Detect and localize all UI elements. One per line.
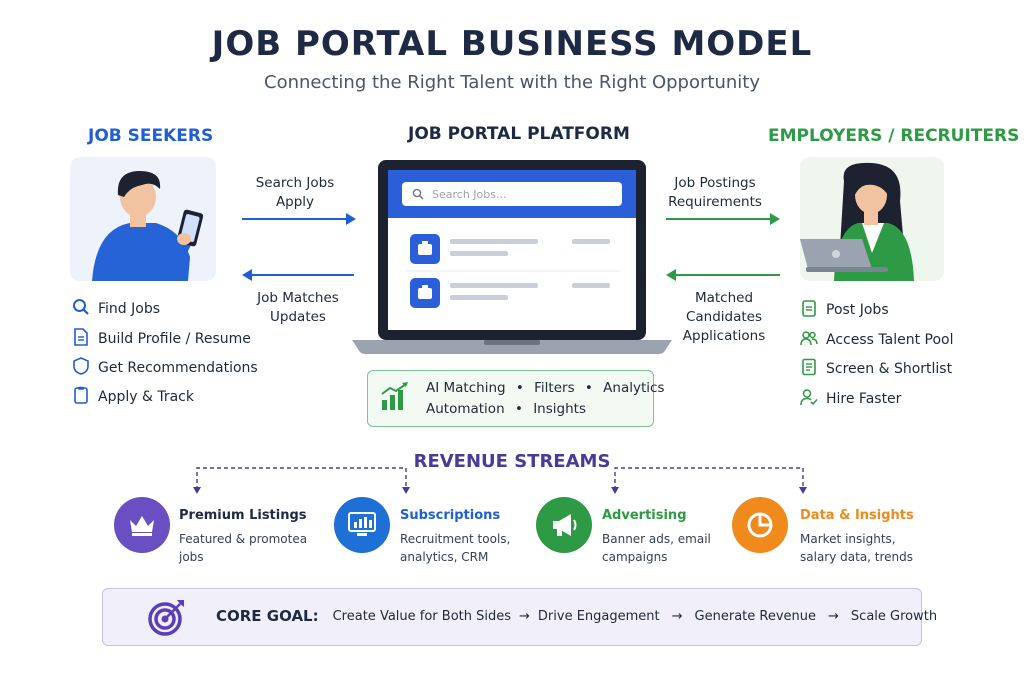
arrow-platform-to-seeker	[242, 269, 354, 281]
chart-monitor-icon	[334, 497, 390, 553]
arrow-employer-to-platform	[666, 213, 780, 225]
goal-step: Drive Engagement	[537, 608, 660, 624]
job-seekers-heading: JOB SEEKERS	[88, 126, 214, 146]
user-check-icon	[800, 388, 818, 410]
revenue-heading: REVENUE STREAMS	[413, 451, 611, 472]
feature-label: Insights	[533, 401, 586, 417]
core-goal-label: CORE GOAL:	[216, 607, 319, 625]
target-icon	[147, 597, 187, 641]
feature-label: Analytics	[603, 380, 665, 396]
list-item: Build Profile / Resume	[72, 328, 251, 350]
list-item: Get Recommendations	[72, 357, 258, 379]
page-title: JOB PORTAL BUSINESS MODEL	[211, 24, 813, 64]
pie-chart-icon	[732, 497, 788, 553]
employers-heading: EMPLOYERS / RECRUITERS	[768, 126, 1020, 146]
revenue-connectors	[196, 467, 804, 490]
page-subtitle: Connecting the Right Talent with the Rig…	[264, 72, 760, 93]
goal-step: Scale Growth	[850, 608, 938, 624]
feature-label: AI Matching	[426, 380, 506, 396]
employer-to-platform-label: Job Postings Requirements	[668, 175, 762, 210]
people-icon	[800, 329, 818, 351]
shield-icon	[72, 357, 90, 379]
platform-heading: JOB PORTAL PLATFORM	[408, 124, 630, 144]
goal-arrow: →	[519, 608, 530, 624]
job-seeker-illustration	[70, 157, 216, 281]
megaphone-icon	[536, 497, 592, 553]
search-icon	[72, 298, 90, 320]
list-item: Apply & Track	[72, 386, 194, 408]
platform-laptop: Search Jobs...	[352, 158, 672, 354]
core-goal-banner: CORE GOAL: Create Value for Both Sides →…	[102, 588, 937, 646]
document-icon	[72, 328, 90, 350]
feature-label: Filters	[534, 380, 575, 396]
arrow-platform-to-employer	[666, 269, 780, 281]
clipboard-icon	[800, 299, 818, 321]
list-item: Find Jobs	[72, 298, 160, 320]
crown-icon	[114, 497, 170, 553]
bar-chart-icon	[380, 382, 410, 416]
document-icon	[800, 358, 818, 380]
arrow-seeker-to-platform	[242, 213, 356, 225]
search-input[interactable]: Search Jobs...	[402, 182, 622, 206]
search-placeholder: Search Jobs...	[432, 187, 507, 201]
clipboard-icon	[72, 386, 90, 408]
goal-arrow: →	[828, 608, 839, 624]
list-item: Hire Faster	[800, 388, 901, 410]
employer-illustration	[800, 157, 944, 281]
platform-features: AI Matching • Filters • Analytics Automa…	[367, 370, 664, 427]
search-icon	[412, 188, 424, 200]
goal-step: Generate Revenue	[694, 608, 817, 624]
feature-label: Automation	[426, 401, 505, 417]
seeker-to-platform-label: Search Jobs Apply	[255, 175, 335, 210]
list-item: Access Talent Pool	[800, 329, 953, 351]
platform-to-employer-label: Matched Candidates Applications	[682, 290, 766, 344]
list-item: Screen & Shortlist	[800, 358, 952, 380]
goal-arrow: →	[671, 608, 683, 624]
list-item: Post Jobs	[800, 299, 889, 321]
goal-step: Create Value for Both Sides	[332, 608, 512, 624]
platform-to-seeker-label: Job Matches Updates	[257, 290, 339, 325]
